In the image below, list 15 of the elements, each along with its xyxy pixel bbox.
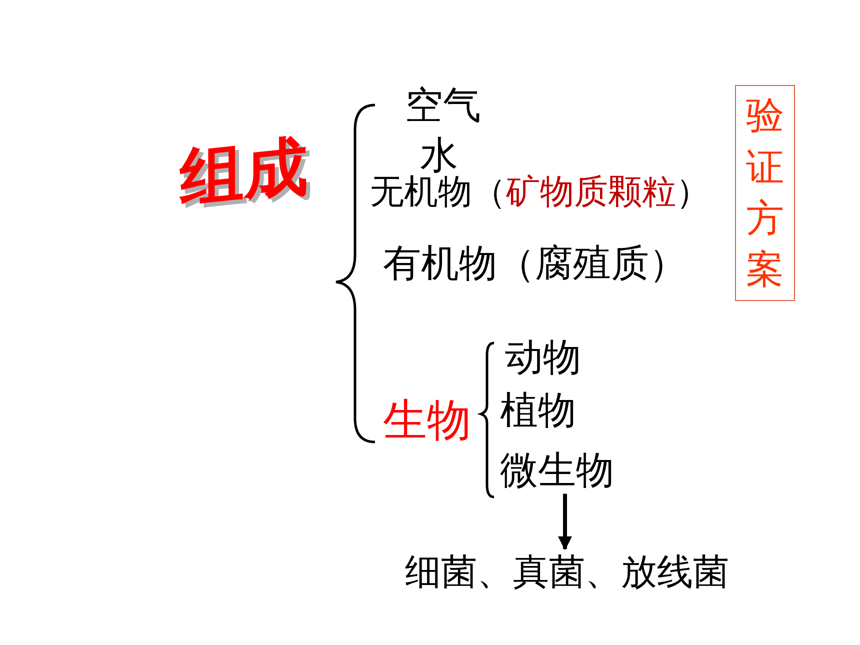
- label-text: 无机物（: [370, 174, 506, 212]
- label-text: ）: [676, 174, 710, 212]
- title-wordart: 组成: [180, 131, 308, 216]
- box-text: 验证方案: [746, 92, 784, 294]
- node-text: 微生物: [500, 450, 614, 492]
- label-text: 有机物（腐殖质）: [383, 243, 687, 285]
- node-text: 细菌、真菌、放线菌: [405, 553, 729, 593]
- arrow: [558, 494, 572, 550]
- label-text: 动物: [505, 337, 581, 379]
- label-text: 水: [420, 135, 458, 177]
- label-text: 生物: [383, 397, 471, 446]
- label-text: 植物: [500, 390, 576, 432]
- label-text: 空气: [405, 85, 481, 127]
- vertical-text-box: [735, 85, 795, 301]
- label-text: 矿物质颗粒: [506, 174, 676, 212]
